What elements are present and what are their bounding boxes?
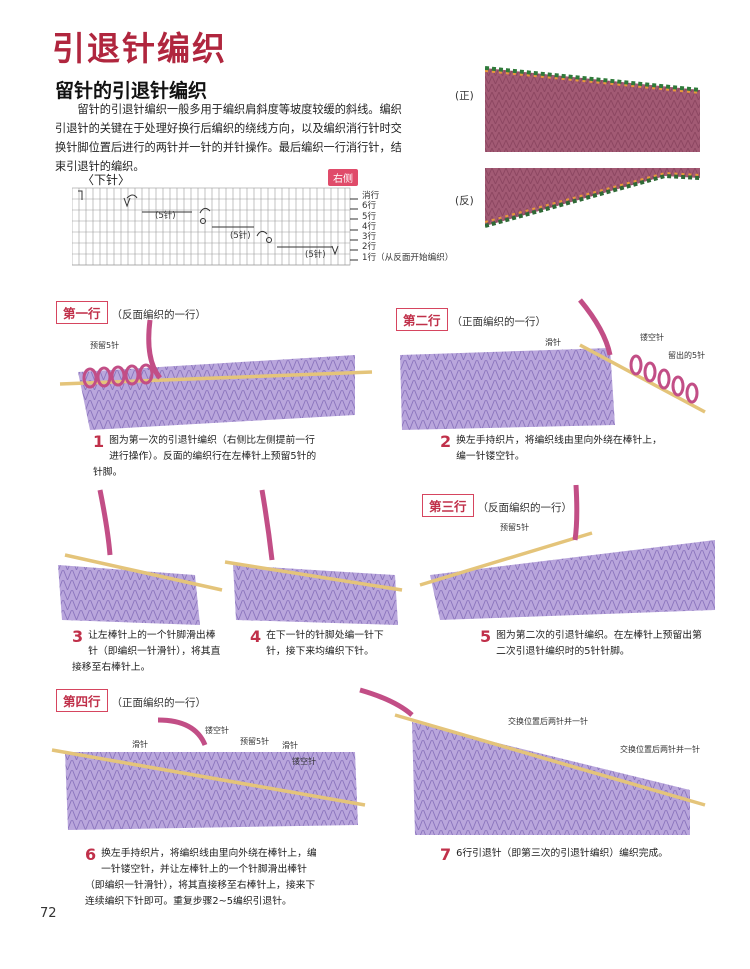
- chart-tag: 右侧: [328, 169, 358, 186]
- page-number: 72: [40, 906, 57, 921]
- label-reserve5-6: 预留5针: [240, 736, 269, 746]
- photo-front: [485, 66, 700, 152]
- label-yo-6: 镂空针: [205, 725, 229, 735]
- chart-row-label: 3行: [362, 232, 377, 243]
- label-reserve5-1: 预留5针: [90, 340, 119, 350]
- chart-row-label: 5行: [362, 211, 377, 222]
- illustration-step1: 预留5针: [59, 319, 373, 430]
- label-swap-1: 交换位置后两针并一针: [508, 716, 588, 726]
- chart-mark-2: (5针): [230, 231, 251, 241]
- chart-title: 〈下针〉: [82, 173, 131, 187]
- photo-back: [485, 168, 700, 246]
- label-slip-2: 滑针: [545, 337, 561, 347]
- illustration-step7: 交换位置后两针并一针 交换位置后两针并一针: [359, 687, 706, 835]
- knitting-chart: [72, 187, 358, 266]
- section-row4: 第四行（正面编织的一行）: [56, 689, 206, 712]
- section-row3: 第三行（反面编织的一行）: [422, 494, 572, 517]
- chart-row-label: 4行: [362, 221, 377, 232]
- chart-row-label: 2行: [362, 242, 377, 253]
- photo-back-label: (反): [455, 195, 474, 207]
- chart-row-labels: 消行 6行 5行 4行 3行 2行 1行（从反面开始编织）: [362, 191, 453, 263]
- chart-v-mark: [123, 197, 131, 208]
- illustration-step6: 滑针 镂空针 预留5针 滑针 镂空针: [51, 717, 366, 830]
- chart-mark-1: (5针): [155, 211, 176, 221]
- section-row2: 第二行（正面编织的一行）: [396, 308, 546, 331]
- photo-front-label: (正): [455, 90, 474, 102]
- intro-paragraph: 留针的引退针编织一般多用于编织肩斜度等坡度较缓的斜线。编织引退针的关键在于处理好…: [55, 103, 402, 173]
- section-row1: 第一行（反面编织的一行）: [56, 301, 206, 324]
- label-yo-6b: 镂空针: [292, 756, 316, 766]
- label-yo-2: 镂空针: [640, 332, 664, 342]
- chart-row-label: 1行（从反面开始编织）: [362, 252, 454, 263]
- page-title: 引退针编织: [52, 29, 227, 68]
- label-left5-2: 留出的5针: [668, 350, 705, 360]
- chart-mark-3: (5针): [305, 250, 326, 260]
- illustration-step3: [58, 489, 223, 625]
- chart-row-label: 6行: [362, 201, 377, 212]
- label-swap-2: 交换位置后两针并一针: [620, 744, 700, 754]
- label-slip-6b: 滑针: [282, 740, 298, 750]
- chart-row-label: 消行: [362, 191, 380, 201]
- illustration-step4: [224, 489, 403, 625]
- page-subtitle: 留针的引退针编织: [55, 80, 208, 102]
- label-slip-6a: 滑针: [132, 739, 148, 749]
- label-reserve5-5: 预留5针: [500, 522, 529, 532]
